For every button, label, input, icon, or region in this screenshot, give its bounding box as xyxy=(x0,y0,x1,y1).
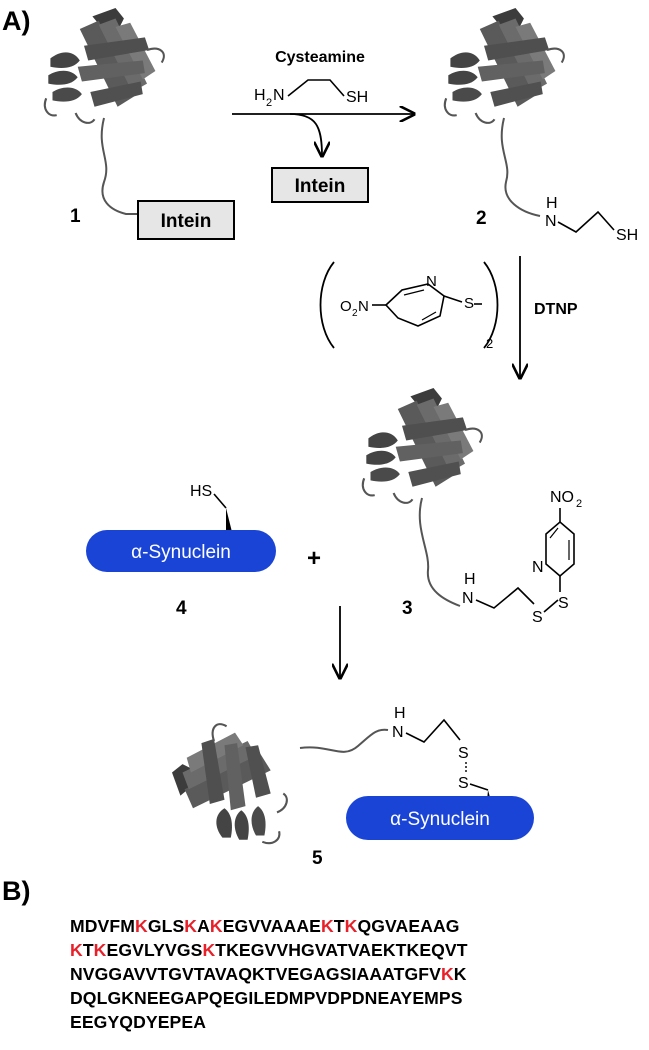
sequence-segment: K xyxy=(453,964,467,984)
svg-text:S: S xyxy=(464,295,474,312)
sequence-line: KTKEGVLYVGSKTKEGVVHGVATVAEKTKEQVT xyxy=(70,938,649,962)
compound-label-1: 1 xyxy=(70,206,81,227)
svg-text:H: H xyxy=(546,195,558,212)
thiol-arm-4: HS xyxy=(190,483,232,532)
highlighted-lysine: K xyxy=(70,940,83,960)
sequence-segment: NVGGAVVTGVTAVAQKTVEGAGSIAAATGFV xyxy=(70,964,441,984)
svg-text:S: S xyxy=(458,745,469,762)
sequence-segment: EGVLYVGS xyxy=(106,940,203,960)
svg-text:2: 2 xyxy=(266,97,272,109)
svg-text:2: 2 xyxy=(486,336,493,351)
svg-text:S: S xyxy=(458,775,469,792)
cysteamine-structure: H 2 N SH xyxy=(254,79,368,109)
svg-text:N: N xyxy=(273,87,285,104)
sequence-segment: QGVAEAAG xyxy=(357,916,460,936)
compound-label-3: 3 xyxy=(402,598,413,619)
sequence-segment: MDVFM xyxy=(70,916,135,936)
sequence-line: EEGYQDYEPEA xyxy=(70,1010,649,1034)
protein-structure-3 xyxy=(361,386,483,607)
svg-text:2: 2 xyxy=(352,308,358,319)
svg-text:α-Synuclein: α-Synuclein xyxy=(131,542,231,563)
svg-text:Intein: Intein xyxy=(295,176,346,197)
sequence-segment: T xyxy=(82,940,94,960)
highlighted-lysine: K xyxy=(202,940,216,960)
sequence-segment: DQLGKNEEGAPQEGILEDMPVDPDNEAYEMPS xyxy=(70,988,463,1008)
sequence-segment: T xyxy=(333,916,345,936)
svg-text:N: N xyxy=(426,273,437,290)
highlighted-lysine: K xyxy=(344,916,358,936)
svg-text:S: S xyxy=(532,609,543,626)
compound-label-5: 5 xyxy=(312,848,323,869)
reagent-dtnp: DTNP xyxy=(534,301,578,318)
highlighted-lysine: K xyxy=(209,916,223,936)
disulfide-linker-5: H N S S xyxy=(392,705,494,812)
synuclein-box-4: α-Synuclein xyxy=(86,530,276,572)
sequence-line: NVGGAVVTGVTAVAQKTVEGAGSIAAATGFVKK xyxy=(70,962,649,986)
sequence-segment: TKEGVVHGVATVAEKTKEQVT xyxy=(215,940,468,960)
protein-structure-5 xyxy=(170,723,389,845)
svg-text:N: N xyxy=(532,559,544,576)
svg-text:N: N xyxy=(545,213,557,230)
sequence-segment: GLS xyxy=(147,916,185,936)
svg-text:O: O xyxy=(340,298,352,315)
thiol-linker-2: H N SH xyxy=(545,195,638,244)
highlighted-lysine: K xyxy=(440,964,454,984)
synuclein-box-5: α-Synuclein xyxy=(346,796,534,840)
svg-text:H: H xyxy=(254,87,266,104)
pyridyl-disulfide-linker-3: H N S S N NO 2 xyxy=(462,489,582,626)
svg-text:SH: SH xyxy=(616,227,638,244)
svg-text:H: H xyxy=(394,705,406,722)
svg-text:2: 2 xyxy=(576,498,582,510)
sequence-segment: EEGYQDYEPEA xyxy=(70,1012,207,1032)
svg-text:N: N xyxy=(358,298,369,315)
svg-text:Intein: Intein xyxy=(161,211,212,232)
panel-a-label: A) xyxy=(2,6,31,36)
sequence-line: DQLGKNEEGAPQEGILEDMPVDPDNEAYEMPS xyxy=(70,986,649,1010)
panel-b-label: B) xyxy=(2,876,31,906)
compound-label-2: 2 xyxy=(476,208,487,229)
sequence-segment: EGVVAAAE xyxy=(222,916,321,936)
svg-text:S: S xyxy=(558,595,569,612)
protein-structure-1 xyxy=(43,6,165,215)
svg-text:HS: HS xyxy=(190,483,212,500)
protein-structure-2 xyxy=(443,6,565,217)
svg-text:N: N xyxy=(392,724,404,741)
compound-label-4: 4 xyxy=(176,598,187,619)
highlighted-lysine: K xyxy=(320,916,334,936)
highlighted-lysine: K xyxy=(184,916,198,936)
plus-sign: + xyxy=(307,545,321,572)
svg-text:α-Synuclein: α-Synuclein xyxy=(390,809,490,830)
intein-box-released: Intein xyxy=(271,167,369,203)
svg-text:NO: NO xyxy=(550,489,574,506)
reagent-cysteamine: Cysteamine xyxy=(275,49,365,66)
svg-text:N: N xyxy=(462,590,474,607)
sequence-segment: A xyxy=(197,916,210,936)
intein-box-attached: Intein xyxy=(137,200,235,240)
highlighted-lysine: K xyxy=(93,940,107,960)
highlighted-lysine: K xyxy=(135,916,148,936)
svg-text:SH: SH xyxy=(346,89,368,106)
dtnp-structure: O 2 N N S 2 xyxy=(319,261,499,351)
sequence-line: MDVFMKGLSKAKEGVVAAAEKTKQGVAEAAG xyxy=(70,914,649,938)
svg-text:H: H xyxy=(464,571,476,588)
arrow-release-intein xyxy=(289,113,322,156)
